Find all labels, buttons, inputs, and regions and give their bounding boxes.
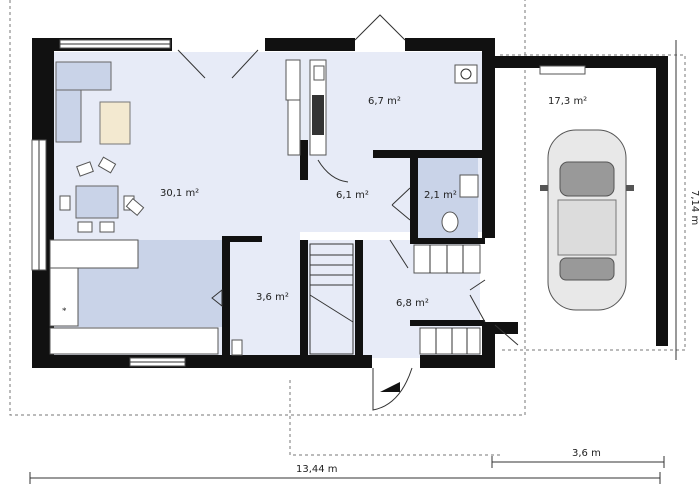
label-corridor: 6,1 m² [336,190,369,201]
sofa-arm [55,61,112,91]
dim-depth: 7,14 m [689,190,700,225]
kitchen: * [49,239,219,355]
dining-table [75,185,119,219]
label-hall-lower: 6,8 m² [396,298,429,309]
dim-garage-width: 3,6 m [572,448,601,459]
dim-total-width: 13,44 m [296,464,338,475]
room-labels: 30,1 m² 3,6 m² 6,7 m² 6,1 m² 2,1 m² 6,8 … [160,96,700,475]
label-garage: 17,3 m² [548,96,587,107]
svg-text:*: * [62,306,67,316]
wardrobe [231,59,327,356]
label-living: 30,1 m² [160,188,199,199]
shelves [413,244,481,355]
living-furniture [55,61,145,233]
label-store: 3,6 m² [256,292,289,303]
dimensions [29,40,677,484]
coffee-table [99,101,131,145]
label-bathroom: 2,1 m² [424,190,457,201]
kitchen-worktop [49,267,79,327]
windows [31,39,586,367]
car-icon [540,129,634,311]
doors [177,14,519,411]
bathroom-fixtures [441,64,479,233]
stairs [309,243,354,355]
label-hall-upper: 6,7 m² [368,96,401,107]
site-outline [9,0,686,456]
kitchen-counter [49,239,139,269]
